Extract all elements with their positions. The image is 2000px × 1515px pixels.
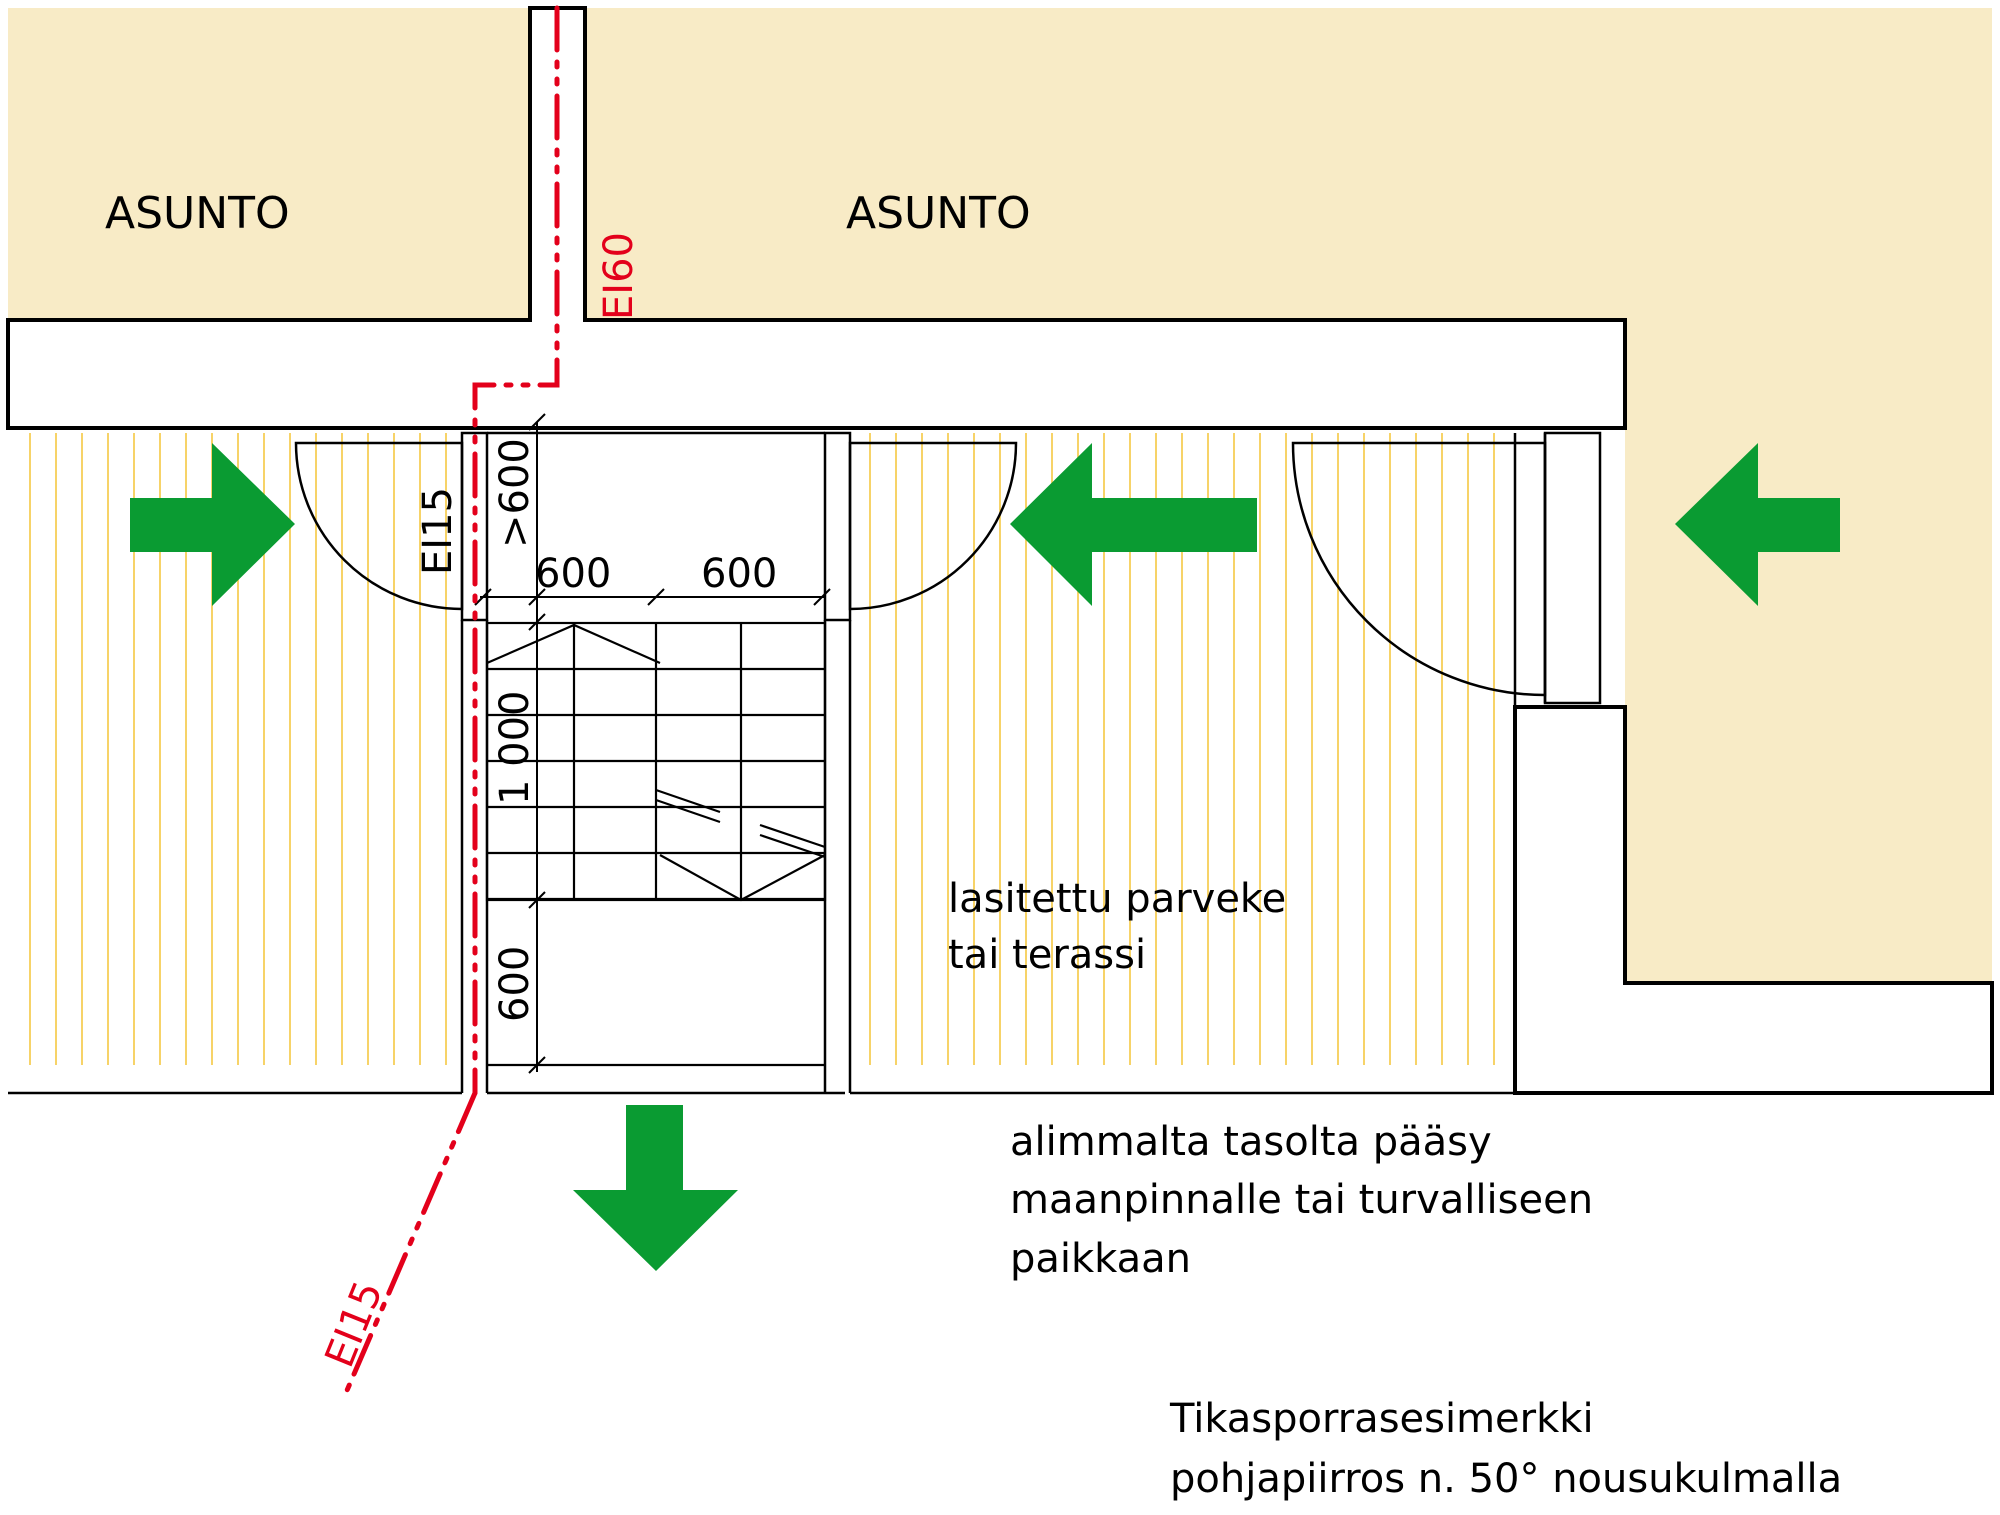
fire-lines bbox=[342, 5, 560, 1398]
stair-break-4 bbox=[759, 833, 826, 859]
dim-ladder-length: 1 000 bbox=[492, 690, 538, 805]
stair-treads bbox=[487, 623, 825, 901]
fire-line-ei60 bbox=[472, 5, 560, 1096]
dim-tick-v2 bbox=[528, 588, 546, 606]
fire-rating-ei15-outer: EI15 bbox=[317, 1275, 393, 1374]
door-post-middle bbox=[823, 431, 852, 622]
door-swing-left bbox=[294, 441, 464, 611]
arrow-left-icon bbox=[1675, 443, 1840, 606]
dim-tick-h3 bbox=[813, 588, 831, 606]
main-wall bbox=[6, 6, 1627, 430]
stair-break-1 bbox=[655, 788, 721, 814]
dim-landing-length: 600 bbox=[492, 946, 538, 1022]
balcony-hatch bbox=[29, 433, 1495, 1065]
dim-tick-h2 bbox=[647, 588, 665, 606]
arrow-right-icon bbox=[130, 443, 295, 606]
balcony-note-line1: lasitettu parveke bbox=[948, 876, 1286, 922]
stair-direction-top bbox=[486, 623, 661, 665]
doors bbox=[294, 441, 1547, 697]
room-label-left: ASUNTO bbox=[105, 188, 290, 239]
caption-line2: pohjapiirros n. 50° nousukulmalla bbox=[1170, 1456, 1842, 1502]
exit-note-line2: maanpinnalle tai turvalliseen bbox=[1010, 1177, 1593, 1223]
caption-line1: Tikasporrasesimerkki bbox=[1169, 1396, 1594, 1442]
dim-width-right: 600 bbox=[701, 551, 777, 597]
apartment-right-fill bbox=[585, 8, 1992, 320]
walls bbox=[6, 6, 1994, 1095]
apartment-left-fill bbox=[8, 8, 530, 320]
dim-tick-v1 bbox=[528, 413, 546, 431]
apartment-areas bbox=[8, 8, 1992, 983]
door-swing-right bbox=[1291, 441, 1547, 697]
room-label-right: ASUNTO bbox=[846, 188, 1031, 239]
door-swing-middle bbox=[848, 441, 1018, 611]
dim-tick-h1 bbox=[474, 588, 492, 606]
stair-break-2 bbox=[759, 823, 826, 849]
balcony-hatch-left bbox=[29, 433, 447, 1065]
dim-opening-height: >600 bbox=[492, 438, 538, 548]
dimension-lines bbox=[474, 413, 831, 1074]
fire-rating-ei60: EI60 bbox=[596, 232, 642, 320]
escape-arrows bbox=[130, 443, 1840, 1271]
dim-width-left: 600 bbox=[535, 551, 611, 597]
dim-tick-v5 bbox=[528, 1056, 546, 1074]
balcony-hatch-right bbox=[869, 433, 1495, 1065]
apartment-right-side-fill bbox=[1625, 320, 1992, 983]
dim-tick-v4 bbox=[528, 891, 546, 909]
ladder-stair bbox=[485, 621, 827, 1067]
arrow-down-icon bbox=[573, 1105, 738, 1271]
fire-rating-ei15-wall: EI15 bbox=[415, 487, 461, 575]
dim-tick-v3 bbox=[528, 613, 546, 631]
exit-note-line3: paikkaan bbox=[1010, 1236, 1191, 1282]
arrow-left-icon bbox=[1010, 443, 1257, 606]
exit-note-line1: alimmalta tasolta pääsy bbox=[1010, 1119, 1492, 1165]
balcony-note-line2: tai terassi bbox=[948, 932, 1146, 978]
stair-direction-bottom bbox=[659, 854, 826, 902]
fire-line-ei15-outer bbox=[342, 1090, 478, 1398]
stair-break-3 bbox=[655, 798, 721, 824]
door-post-right bbox=[1543, 431, 1602, 705]
